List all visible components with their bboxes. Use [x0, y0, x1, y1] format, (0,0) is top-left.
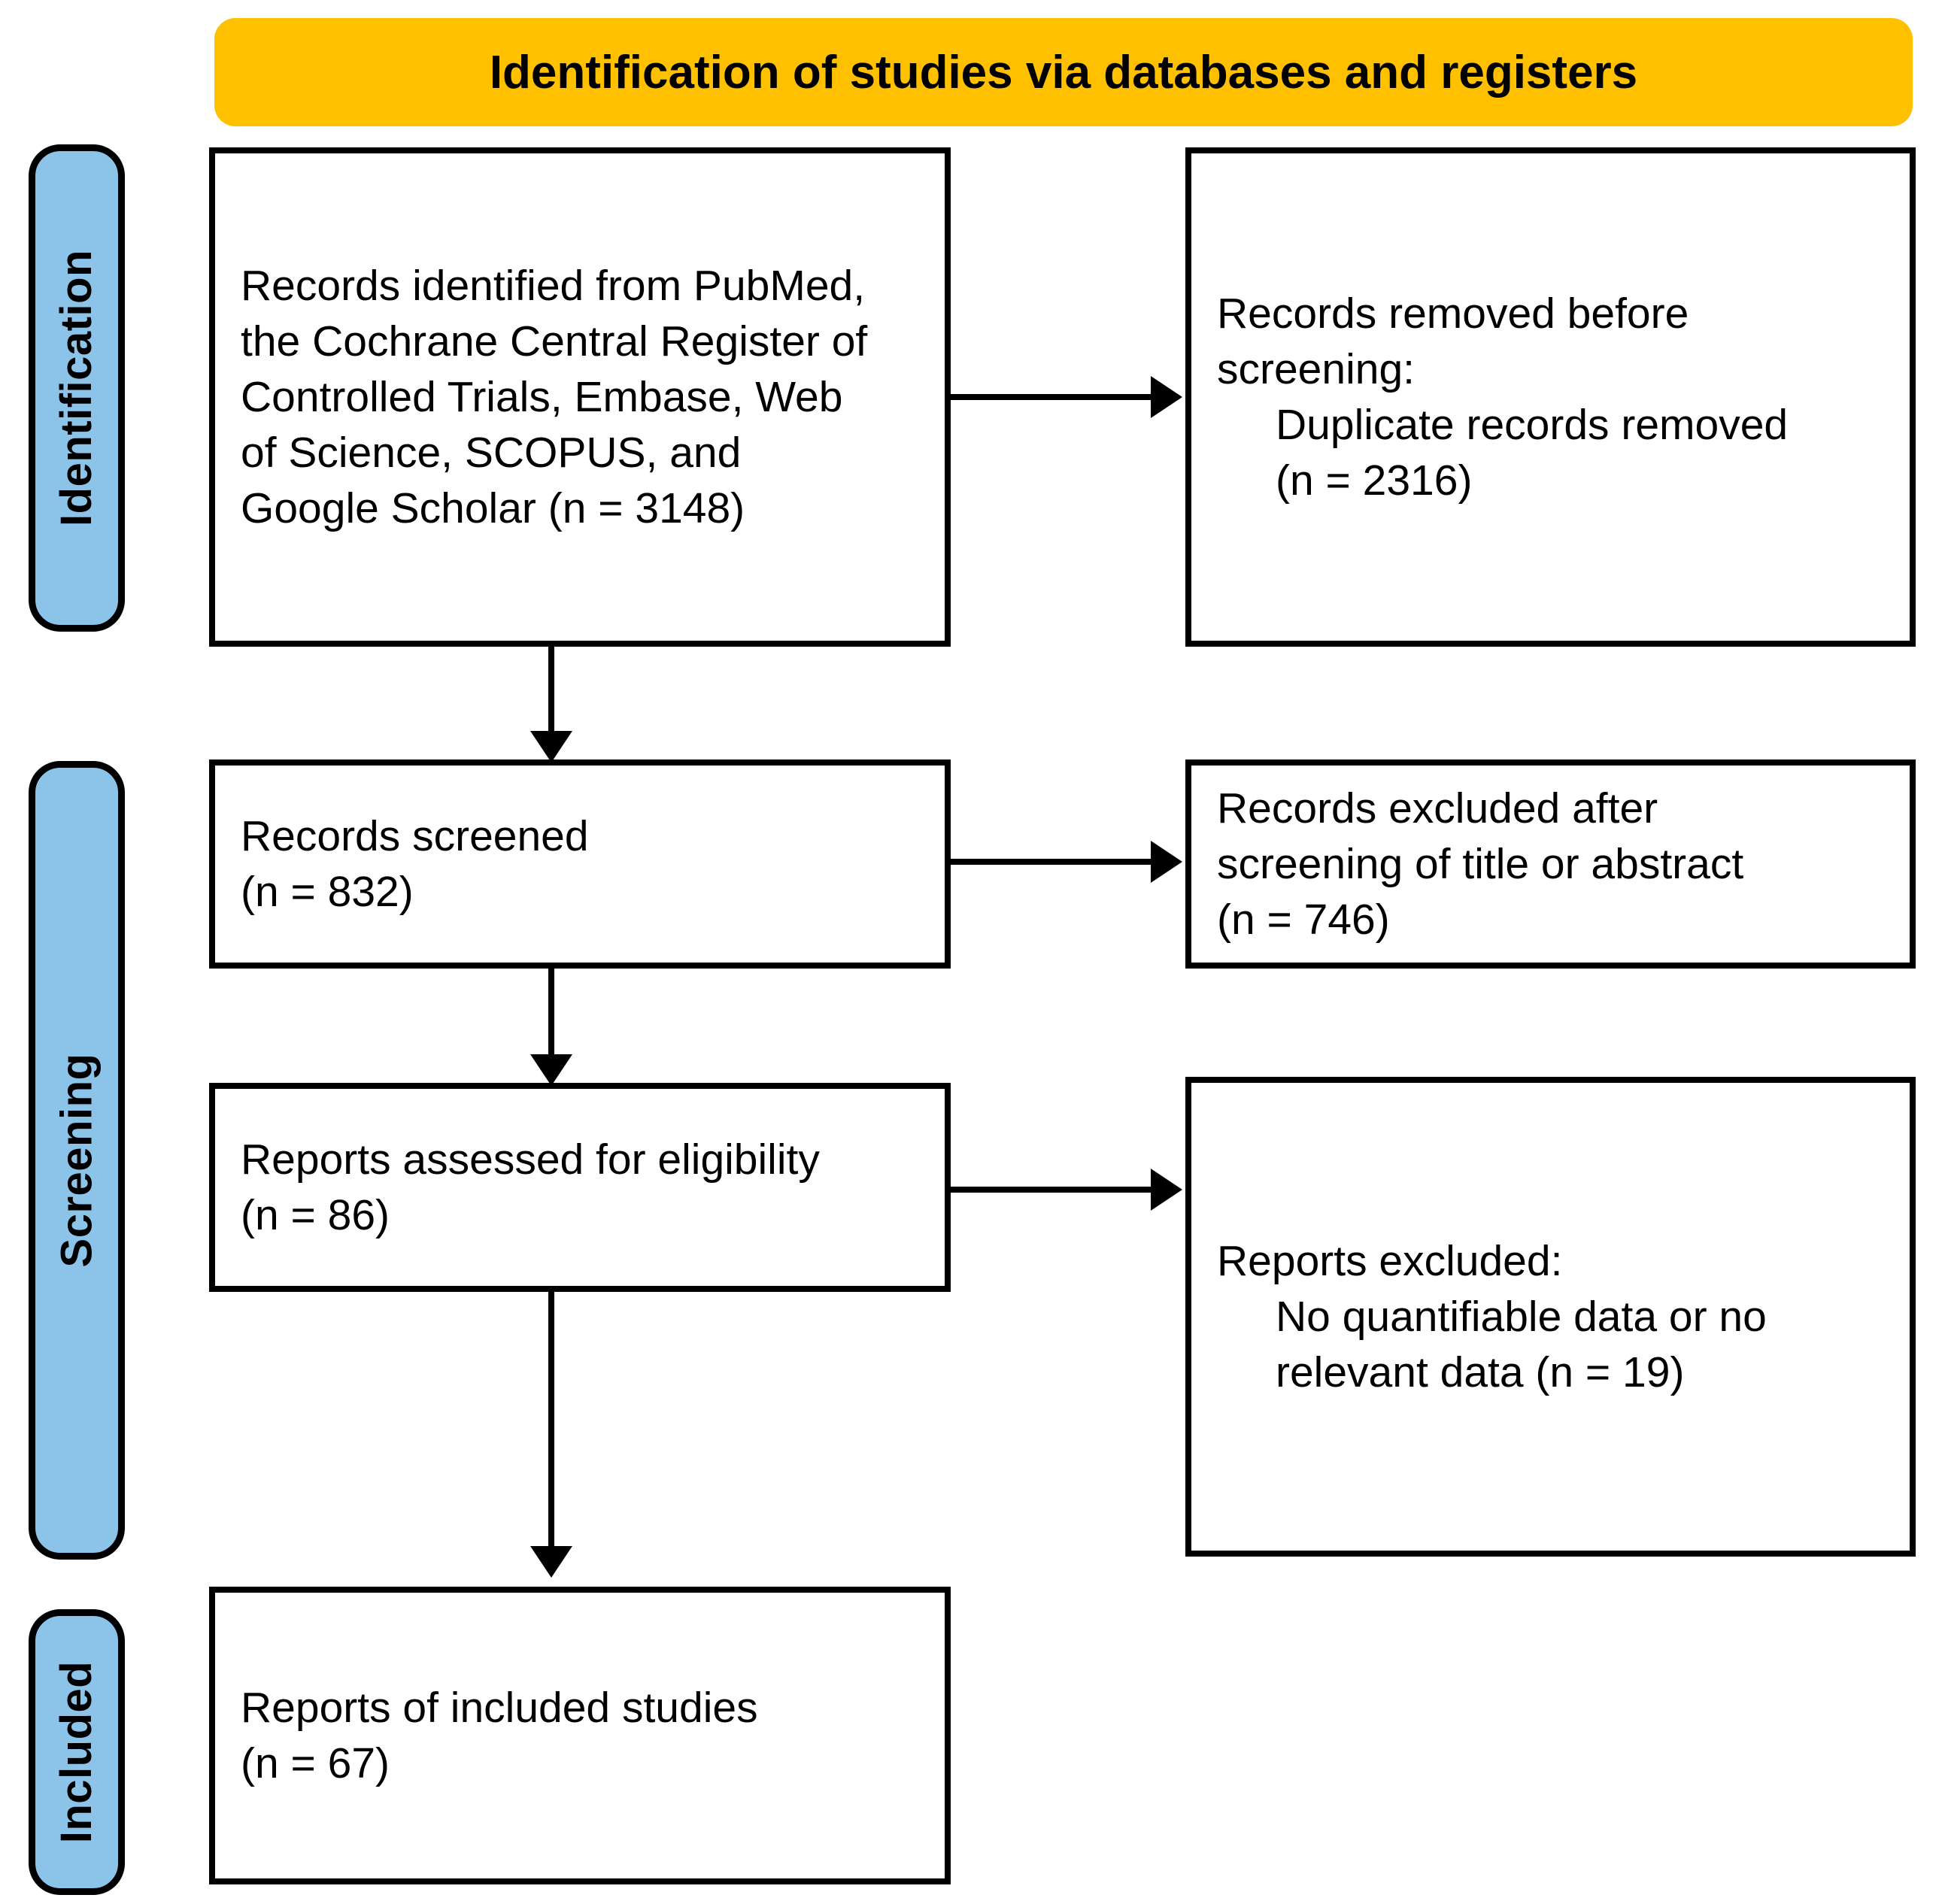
banner-title: Identification of studies via databases …	[489, 46, 1638, 99]
box-reports-excluded-line-3: relevant data (n = 19)	[1276, 1348, 1685, 1397]
banner-identification-header: Identification of studies via databases …	[214, 18, 1913, 126]
box-reports-excluded-line-2: No quantifiable data or no	[1276, 1292, 1767, 1341]
box-records-screened-line-2: (n = 832)	[241, 868, 414, 916]
box-records-identified: Records identified from PubMed, the Coch…	[209, 147, 951, 647]
box-records-identified-line-2: the Cochrane Central Register of	[241, 317, 868, 365]
box-records-removed-line-2: screening:	[1217, 344, 1415, 393]
box-records-identified-line-5: Google Scholar (n = 3148)	[241, 484, 745, 533]
box-records-excluded: Records excluded after screening of titl…	[1185, 759, 1916, 969]
phase-bar-included: Included	[29, 1609, 125, 1895]
phase-label-identification: Identification	[52, 250, 102, 526]
box-records-excluded-line-2: screening of title or abstract	[1217, 839, 1744, 888]
phase-bar-screening: Screening	[29, 761, 125, 1560]
phase-label-included: Included	[52, 1660, 101, 1844]
box-reports-assessed: Reports assessed for eligibility (n = 86…	[209, 1083, 951, 1292]
box-records-identified-line-4: of Science, SCOPUS, and	[241, 429, 742, 478]
box-reports-excluded: Reports excluded: No quantifiable data o…	[1185, 1077, 1916, 1557]
box-records-removed-line-4: (n = 2316)	[1276, 456, 1473, 505]
phase-label-screening: Screening	[52, 1053, 101, 1268]
box-records-excluded-line-1: Records excluded after	[1217, 784, 1658, 832]
box-records-removed-before-screening: Records removed before screening: Duplic…	[1185, 147, 1916, 647]
box-reports-included-line-1: Reports of included studies	[241, 1683, 758, 1732]
box-reports-included: Reports of included studies (n = 67)	[209, 1587, 951, 1884]
box-records-identified-line-3: Controlled Trials, Embase, Web	[241, 372, 843, 421]
box-records-excluded-line-3: (n = 746)	[1217, 896, 1390, 944]
box-reports-assessed-line-1: Reports assessed for eligibility	[241, 1135, 820, 1184]
box-reports-included-line-2: (n = 67)	[241, 1739, 390, 1787]
box-records-removed-line-3: Duplicate records removed	[1276, 401, 1789, 449]
box-reports-assessed-line-2: (n = 86)	[241, 1191, 390, 1239]
box-records-removed-line-1: Records removed before	[1217, 289, 1689, 338]
box-reports-excluded-line-1: Reports excluded:	[1217, 1236, 1563, 1285]
box-records-identified-line-1: Records identified from PubMed,	[241, 261, 866, 310]
phase-bar-identification: Identification	[29, 144, 125, 632]
box-records-screened-line-1: Records screened	[241, 811, 589, 860]
box-records-screened: Records screened (n = 832)	[209, 759, 951, 969]
